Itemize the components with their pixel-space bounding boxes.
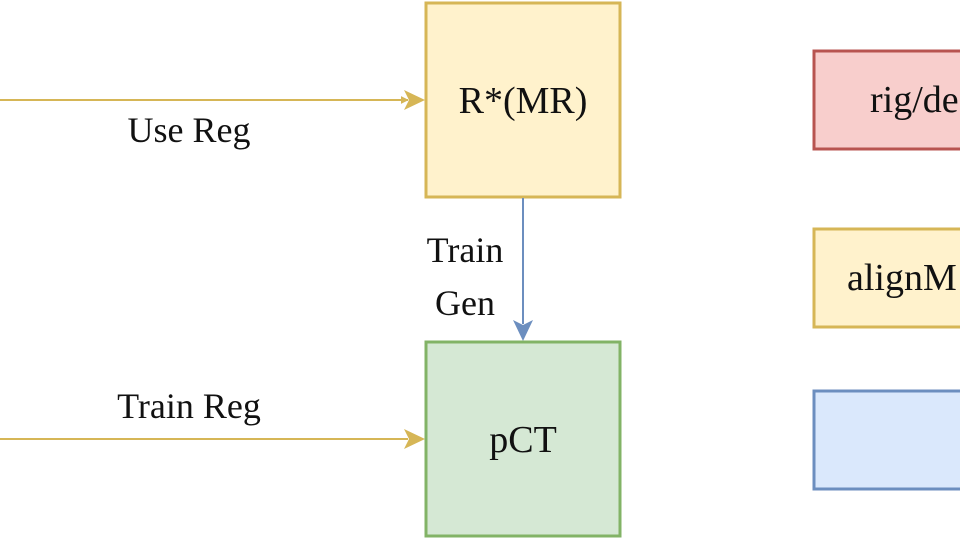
- node-pct-border: [424, 340, 622, 538]
- legend-item-yellow-box: [814, 229, 960, 327]
- edge-use-reg-arrowhead: [404, 90, 425, 110]
- node-pct-box: [426, 342, 620, 536]
- node-pct-label: pCT: [489, 419, 557, 461]
- legend-item-blue-border: [812, 389, 960, 491]
- edge-use-reg: Use Reg: [0, 90, 425, 150]
- legend-item-red-box: [814, 51, 960, 149]
- node-r-mr[interactable]: R*(MR): [424, 1, 622, 199]
- legend-item-red: rig/de: [812, 49, 960, 151]
- node-r-mr-label: R*(MR): [459, 80, 588, 122]
- edge-train-reg-arrowhead: [404, 429, 425, 449]
- edge-use-reg-label: Use Reg: [128, 110, 251, 150]
- legend-item-yellow-label: alignM: [847, 257, 957, 299]
- edge-train-reg: Train Reg: [0, 386, 425, 449]
- legend-item-red-label: rig/de: [870, 79, 959, 121]
- edge-train-gen-label-line1: Train: [427, 230, 504, 270]
- legend-item-yellow-border: [812, 227, 960, 329]
- edge-train-gen-arrowhead: [513, 320, 533, 341]
- legend-item-blue-box: [814, 391, 960, 489]
- edge-train-gen: Train Gen: [427, 198, 533, 341]
- legend-item-yellow: alignM: [812, 227, 960, 329]
- legend-item-red-border: [812, 49, 960, 151]
- edge-train-reg-label: Train Reg: [117, 386, 261, 426]
- node-r-mr-box: [426, 3, 620, 197]
- legend-item-blue: [812, 389, 960, 491]
- node-r-mr-border: [424, 1, 622, 199]
- edge-train-gen-label-line2: Gen: [435, 283, 495, 323]
- node-pct[interactable]: pCT: [424, 340, 622, 538]
